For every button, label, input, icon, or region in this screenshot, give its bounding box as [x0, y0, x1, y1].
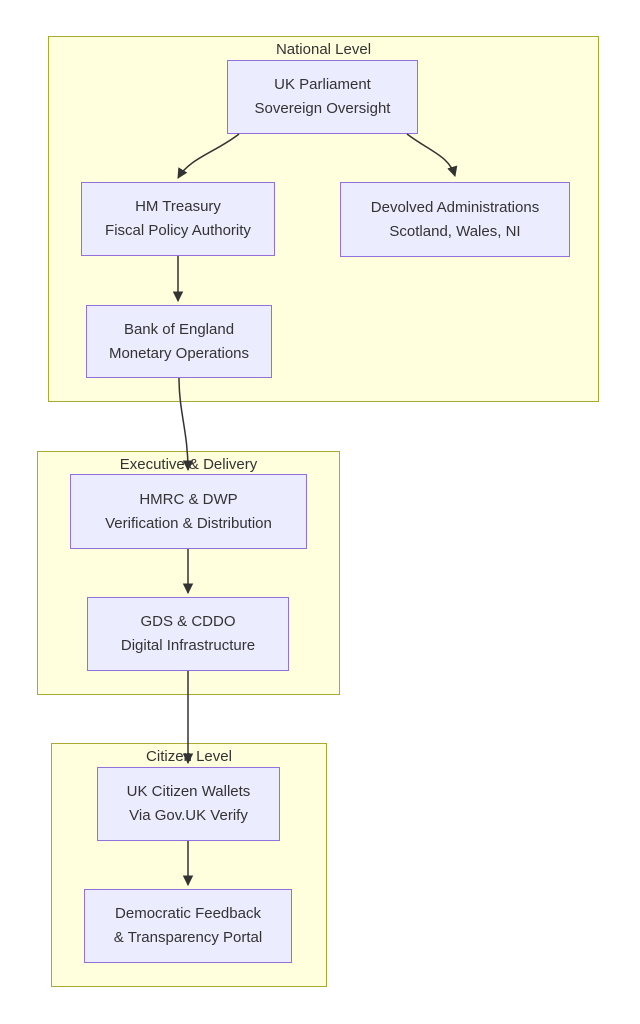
node-bank-of-england: Bank of England Monetary Operations [86, 305, 272, 378]
node-label-line2: Fiscal Policy Authority [105, 222, 251, 239]
node-uk-citizen-wallets: UK Citizen Wallets Via Gov.UK Verify [97, 767, 280, 841]
node-label-line1: GDS & CDDO [140, 613, 236, 630]
node-devolved-administrations: Devolved Administrations Scotland, Wales… [340, 182, 570, 257]
cluster-citizen-level-title: Citizen Level [146, 748, 232, 765]
node-gds-cddo: GDS & CDDO Digital Infrastructure [87, 597, 289, 671]
node-label-line1: Devolved Administrations [370, 198, 540, 216]
node-label-line1: HMRC & DWP [139, 490, 238, 508]
node-label-line1: Bank of England [123, 320, 235, 338]
node-label-line1: Democratic Feedback [115, 905, 261, 922]
node-label-line2: Monetary Operations [108, 344, 250, 362]
node-label-line2: Verification & Distribution [105, 514, 272, 532]
node-hm-treasury: HM Treasury Fiscal Policy Authority [81, 182, 275, 256]
node-label-line2: & Transparency Portal [113, 929, 263, 946]
node-hmrc-dwp: HMRC & DWP Verification & Distribution [70, 474, 307, 549]
node-label-line1: HM Treasury [135, 198, 221, 215]
node-uk-parliament: UK Parliament Sovereign Oversight [227, 60, 418, 134]
node-label-line2: Via Gov.UK Verify [129, 807, 248, 824]
cluster-executive-delivery-title: Executive & Delivery [119, 456, 258, 473]
node-label-line2: Scotland, Wales, NI [389, 222, 521, 240]
node-democratic-feedback: Democratic Feedback & Transparency Porta… [84, 889, 292, 963]
node-label-line1: UK Citizen Wallets [126, 783, 251, 800]
cluster-national-level-title: National Level [275, 41, 372, 58]
node-label-line2: Sovereign Oversight [254, 100, 391, 117]
node-label-line1: UK Parliament [274, 76, 371, 93]
node-label-line2: Digital Infrastructure [120, 637, 256, 654]
